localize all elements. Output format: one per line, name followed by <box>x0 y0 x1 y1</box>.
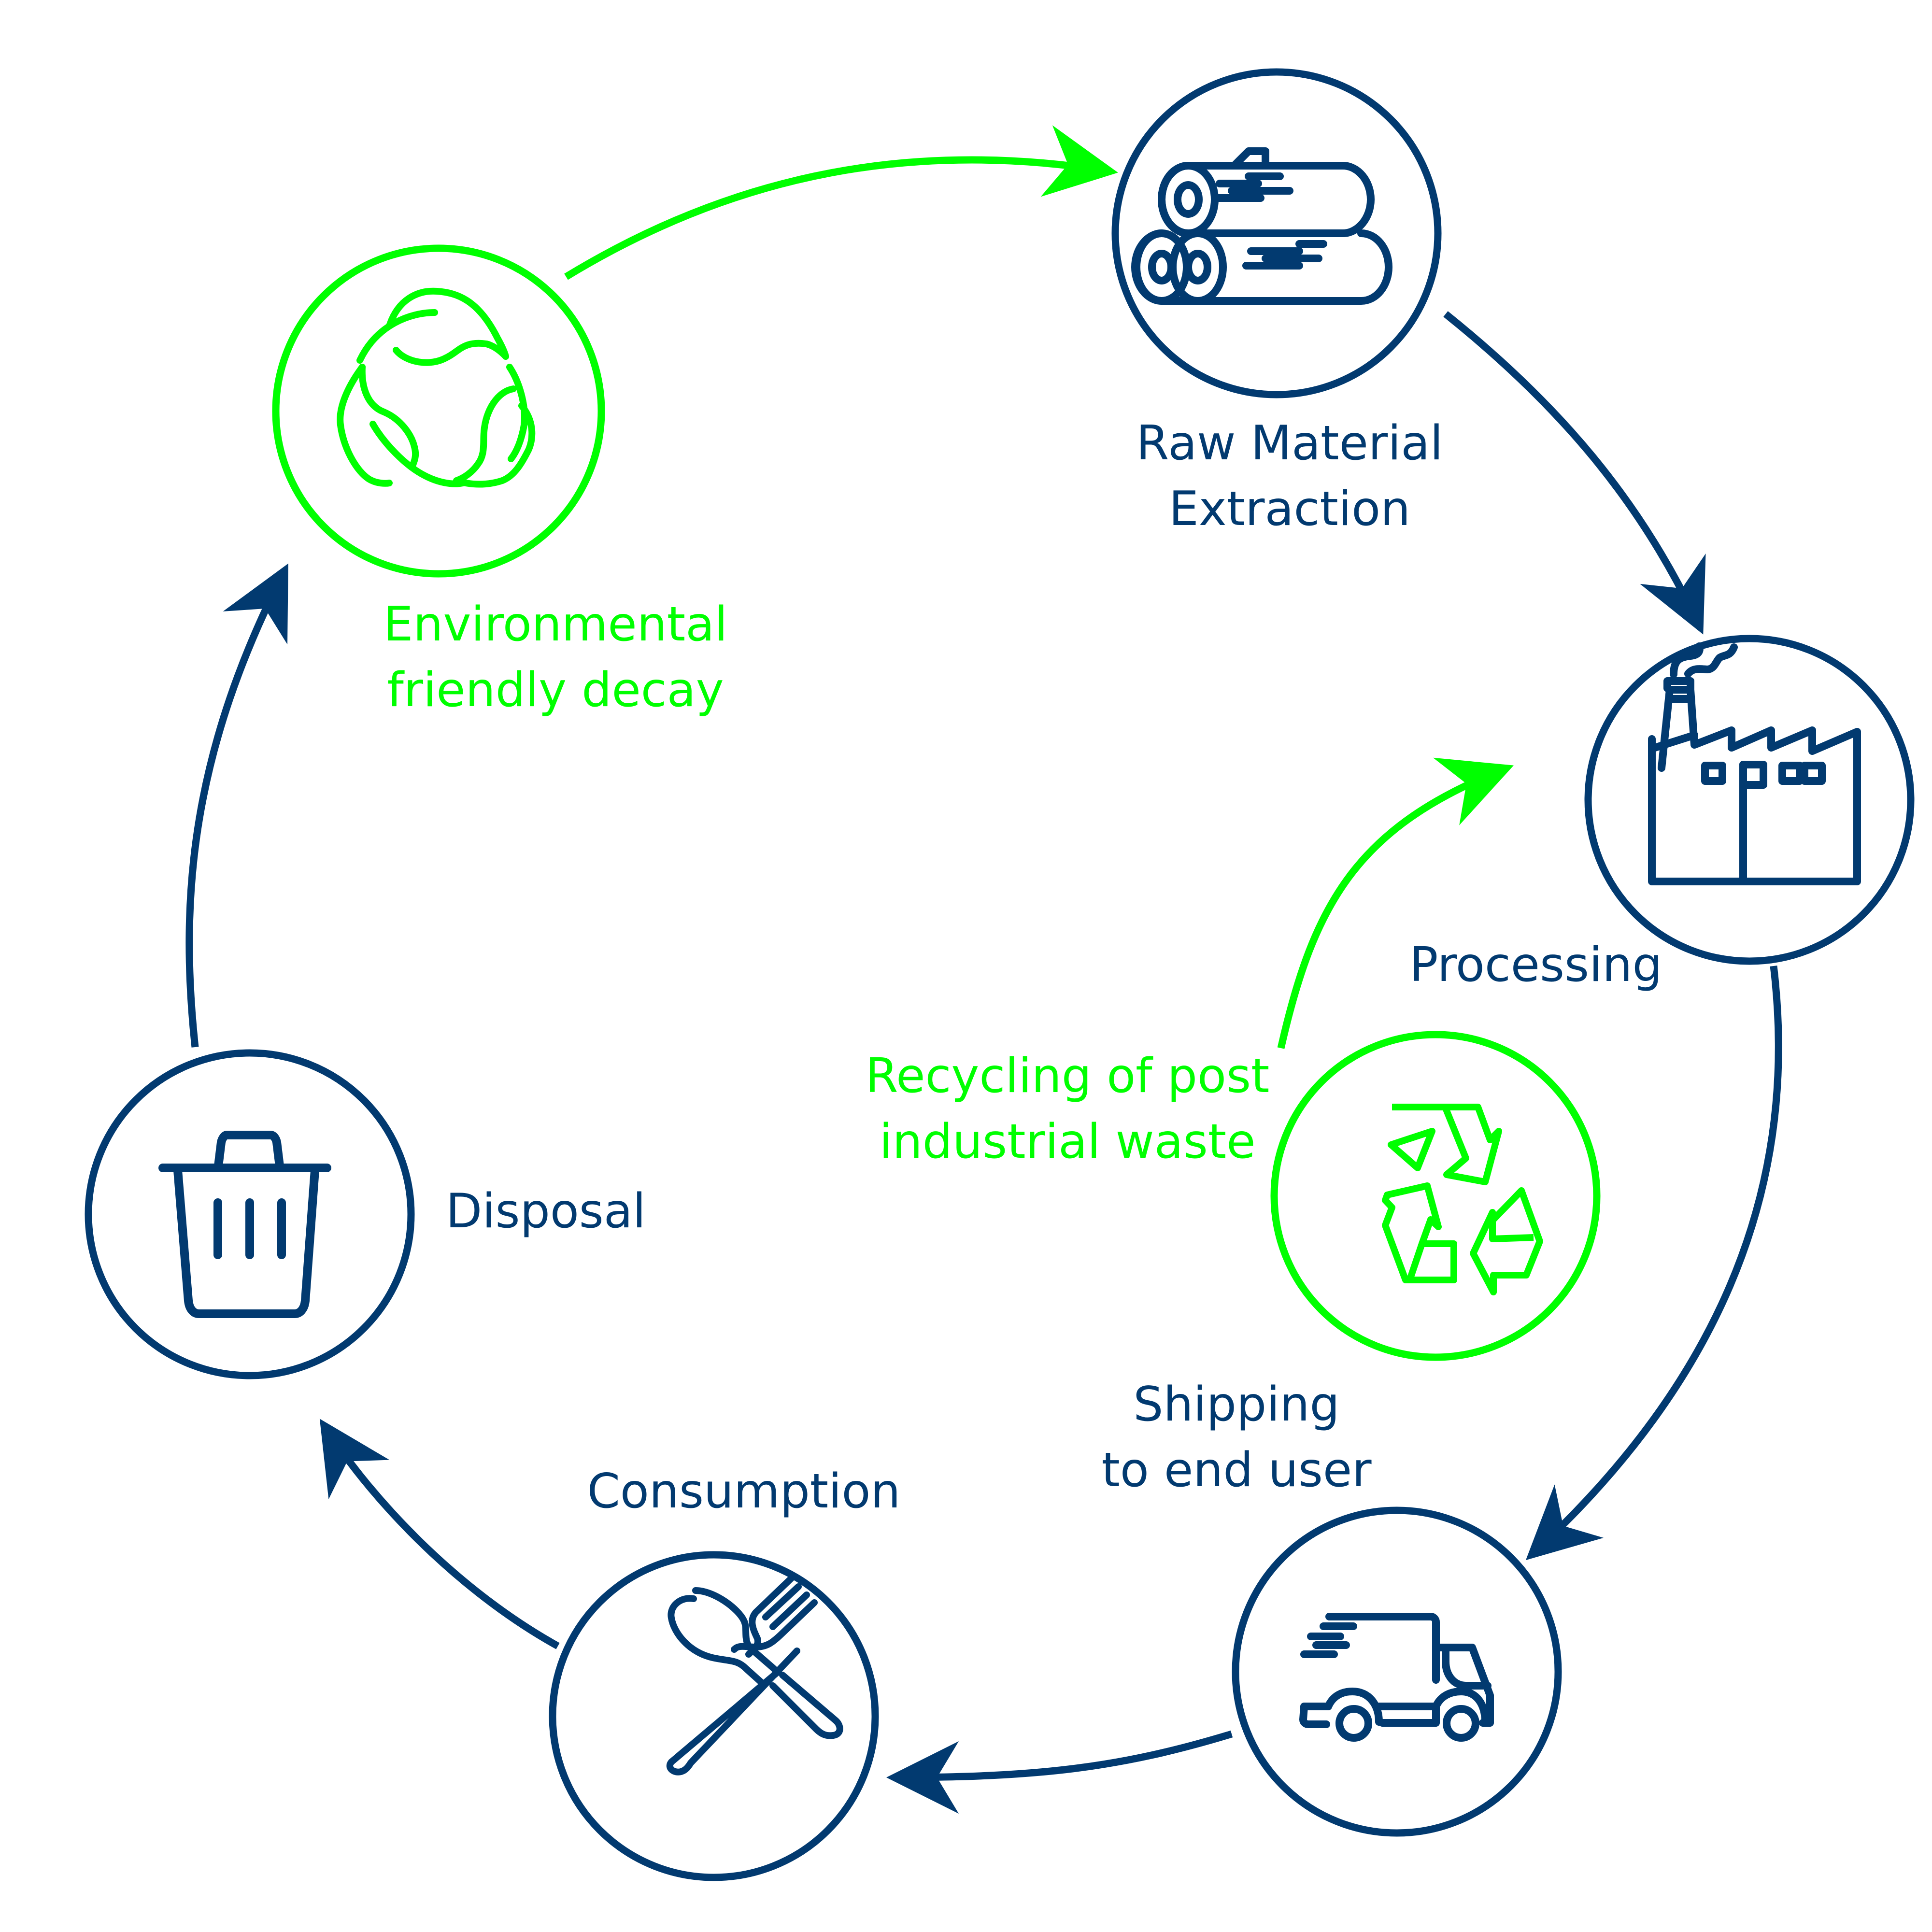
label-consumption: Consumption <box>580 1459 908 1524</box>
leaf-cycle-icon <box>337 287 536 488</box>
truck-icon <box>1299 1613 1494 1742</box>
label-recycling: Recycling of post industrial waste <box>850 1043 1285 1175</box>
node-processing[interactable] <box>1584 635 1915 965</box>
label-line: Extraction <box>1168 482 1411 537</box>
node-decay[interactable] <box>272 244 605 578</box>
recycle-icon <box>1382 1104 1543 1295</box>
node-circle <box>549 1551 879 1881</box>
node-circle <box>272 244 605 578</box>
node-recycling[interactable] <box>1270 1031 1601 1361</box>
node-raw-material[interactable] <box>1111 68 1442 398</box>
node-circle <box>1232 1506 1562 1837</box>
flow-arrow-consumption-to-disposal <box>319 1419 560 1649</box>
label-line: Disposal <box>445 1184 646 1239</box>
label-line: Consumption <box>587 1464 901 1519</box>
label-line: Processing <box>1409 938 1662 993</box>
label-line: Raw Material <box>1136 416 1443 471</box>
node-circle <box>1270 1031 1601 1361</box>
node-consumption[interactable] <box>549 1551 879 1881</box>
label-line: friendly decay <box>387 663 724 718</box>
label-line: Shipping <box>1133 1377 1340 1432</box>
flow-arrow-recycling-to-processing <box>1277 757 1514 1049</box>
label-line: to end user <box>1101 1443 1372 1498</box>
flow-arrow-decay-to-raw-material <box>564 125 1118 280</box>
label-line: Environmental <box>383 597 728 652</box>
node-shipping[interactable] <box>1232 1506 1562 1837</box>
label-processing: Processing <box>1377 932 1695 998</box>
label-line: Recycling of post <box>865 1049 1270 1104</box>
label-line: industrial waste <box>879 1114 1256 1169</box>
label-disposal: Disposal <box>435 1179 657 1244</box>
node-disposal[interactable] <box>85 1049 415 1379</box>
factory-icon <box>1648 642 1861 885</box>
trash-can-icon <box>158 1131 331 1318</box>
flow-arrows <box>185 125 1782 1814</box>
flow-arrow-raw-material-to-processing <box>1443 311 1706 635</box>
logs-icon <box>1131 147 1392 305</box>
node-circle <box>1584 635 1915 965</box>
label-decay: Environmental friendly decay <box>372 592 739 723</box>
flow-arrow-processing-to-shipping <box>1525 966 1782 1561</box>
flow-arrow-disposal-to-decay <box>185 563 288 1048</box>
flow-arrow-shipping-to-consumption <box>886 1730 1233 1814</box>
label-shipping: Shipping to end user <box>1077 1372 1396 1503</box>
spoon-fork-icon <box>666 1575 843 1776</box>
label-raw-material: Raw Material Extraction <box>1130 411 1449 542</box>
